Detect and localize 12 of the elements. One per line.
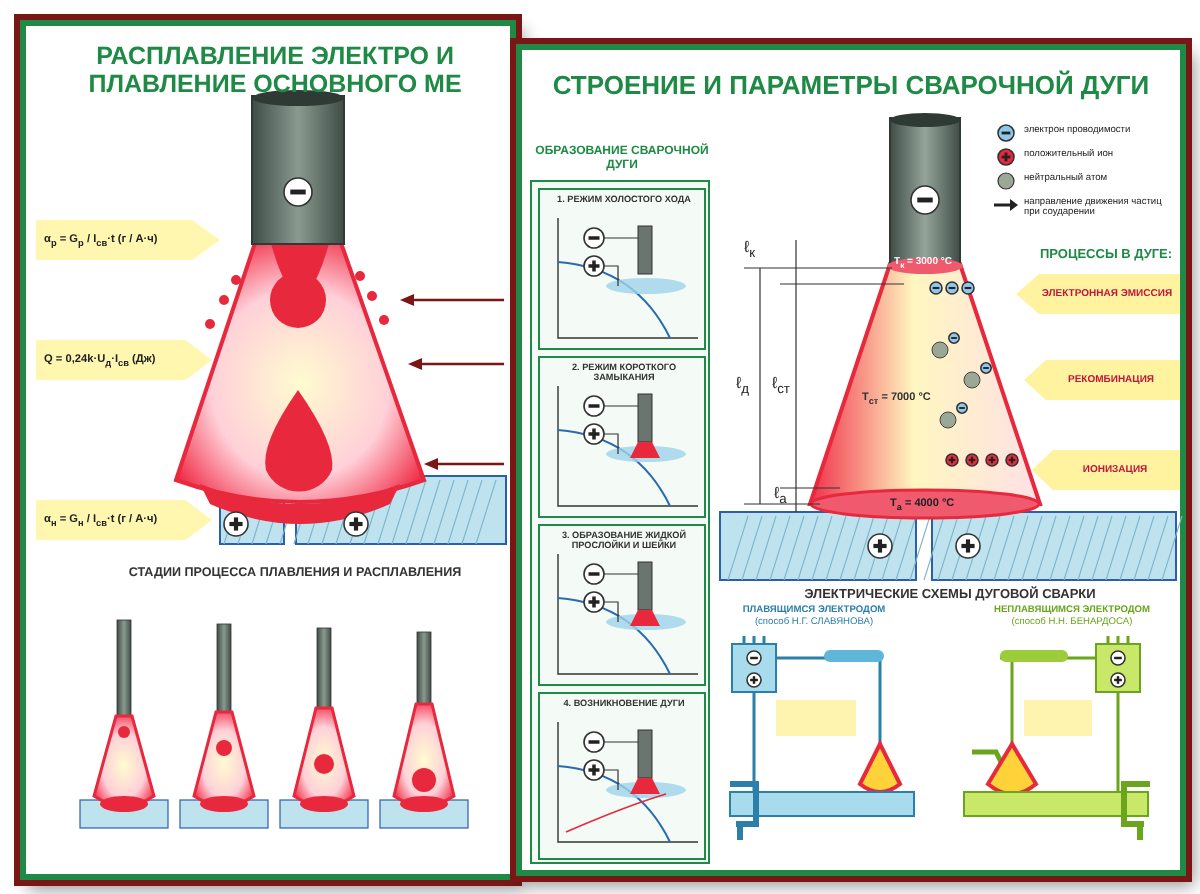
poster-title: РАСПЛАВЛЕНИЕ ЭЛЕКТРО И ПЛАВЛЕНИЕ ОСНОВНОГО МЕ [86, 44, 464, 99]
dimension-label: ℓ$_{к}$ [744, 240, 756, 262]
poster-card [20, 20, 516, 880]
poster-title: СТРОЕНИЕ И ПАРАМЕТРЫ СВАРОЧНОЙ ДУГИ [550, 72, 1152, 101]
panel-frame [538, 188, 706, 350]
dimension-label: ℓ$_{а}$ [774, 486, 787, 508]
dimension-label: ℓ$_{д}$ [736, 376, 749, 398]
dimension-label: ℓ$_{ст}$ [772, 376, 790, 398]
panel-frame [538, 356, 706, 518]
poster-card [516, 44, 1186, 876]
panel-frame [538, 692, 706, 860]
panel-frame [538, 524, 706, 686]
